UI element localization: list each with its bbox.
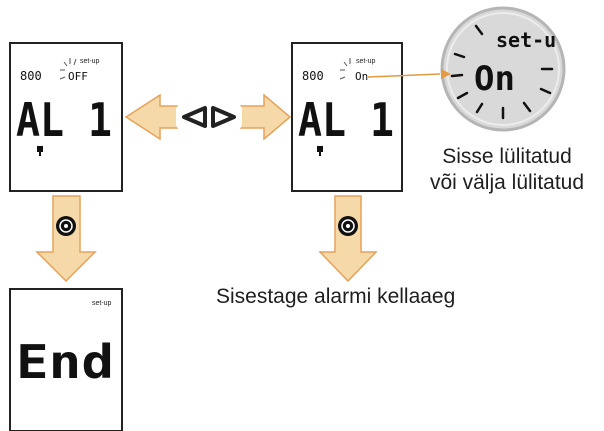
on-off-caption: Sisse lülitatud või välja lülitatud <box>410 144 604 196</box>
down-arrow-middle <box>318 195 378 283</box>
big-display-text: End <box>16 335 114 389</box>
mode-label: set-up <box>356 58 376 65</box>
zoom-mode-label: set-u <box>496 28 556 52</box>
big-display-text: AL 1 <box>16 93 112 147</box>
blink-rays-icon <box>339 58 351 80</box>
state-label: OFF <box>68 70 88 83</box>
mode-label: set-up <box>80 58 100 65</box>
triangle-right-button-icon[interactable] <box>211 106 236 128</box>
lcd-screen-alarm-on: 800 set-up On AL 1 <box>291 42 403 192</box>
caption-line: või välja lülitatud <box>429 171 585 194</box>
bell-marker-icon <box>37 146 43 156</box>
ok-button-icon[interactable] <box>338 216 358 236</box>
down-arrow-left <box>35 195 97 283</box>
set-alarm-time-caption: Sisestage alarmi kellaaeg <box>216 285 456 308</box>
bell-marker-icon <box>317 146 323 156</box>
mode-label: set-up <box>92 300 112 307</box>
triangle-left-button-icon[interactable] <box>182 106 207 128</box>
lcd-screen-alarm-off: 800 set-up OFF AL 1 <box>9 42 123 192</box>
zoom-big-text: On <box>474 59 515 99</box>
small-value: 800 <box>20 69 42 83</box>
state-label: On <box>355 70 368 83</box>
ok-button-icon[interactable] <box>56 216 76 236</box>
blink-rays-icon <box>59 58 77 80</box>
navigation-double-arrow <box>124 93 292 141</box>
zoom-pointer <box>367 69 451 79</box>
small-value: 800 <box>302 69 324 83</box>
caption-line: Sisse lülitatud <box>442 145 572 168</box>
big-display-text: AL 1 <box>298 93 394 147</box>
lcd-screen-end: set-up End <box>9 288 123 431</box>
zoom-callout: set-u On <box>440 6 566 132</box>
blink-rays-icon <box>450 24 554 120</box>
